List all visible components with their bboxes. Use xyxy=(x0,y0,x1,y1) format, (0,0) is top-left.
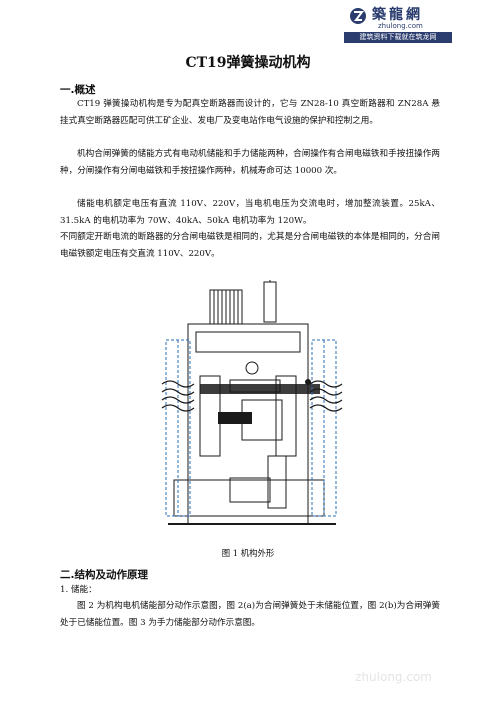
overview-paragraph-3: 储能电机额定电压有直流 110V、220V，当电机电压为交流电时，增加整流装置。… xyxy=(60,199,440,226)
section-heading-overview: 一.概述 xyxy=(60,84,96,96)
document-title: CT19弹簧操动机构 xyxy=(185,55,311,71)
logo-emblem-icon xyxy=(350,8,366,24)
structure-item-1: 1. 储能： xyxy=(60,585,97,595)
logo-name: 築龍網 xyxy=(372,7,423,23)
site-logo: 築龍網 zhulong.com 建筑资料下载就在筑龙网 xyxy=(342,4,454,46)
watermark: zhulong.com xyxy=(355,670,432,684)
overview-paragraph-4: 不同额定开断电流的断路器的分合闸电磁铁是相同的，尤其是分合闸电磁铁的本体是相同的… xyxy=(60,232,440,259)
logo-slogan: 建筑资料下载就在筑龙网 xyxy=(344,32,452,43)
mechanism-drawing xyxy=(161,280,343,525)
overview-paragraph-1: CT19 弹簧操动机构是专为配真空断路器而设计的，它与 ZN28-10 真空断路… xyxy=(60,99,440,126)
logo-site: zhulong.com xyxy=(378,22,423,30)
overview-paragraph-2: 机构合闸弹簧的储能方式有电动机储能和手力储能两种，合闸操作有合闸电磁铁和手按扭操… xyxy=(60,149,440,176)
section-heading-structure: 二.结构及动作原理 xyxy=(60,569,148,581)
structure-paragraph-1: 图 2 为机构电机储能部分动作示意图，图 2(a)为合闸弹簧处于未储能位置，图 … xyxy=(60,601,440,628)
figure-caption: 图 1 机构外形 xyxy=(221,548,275,558)
